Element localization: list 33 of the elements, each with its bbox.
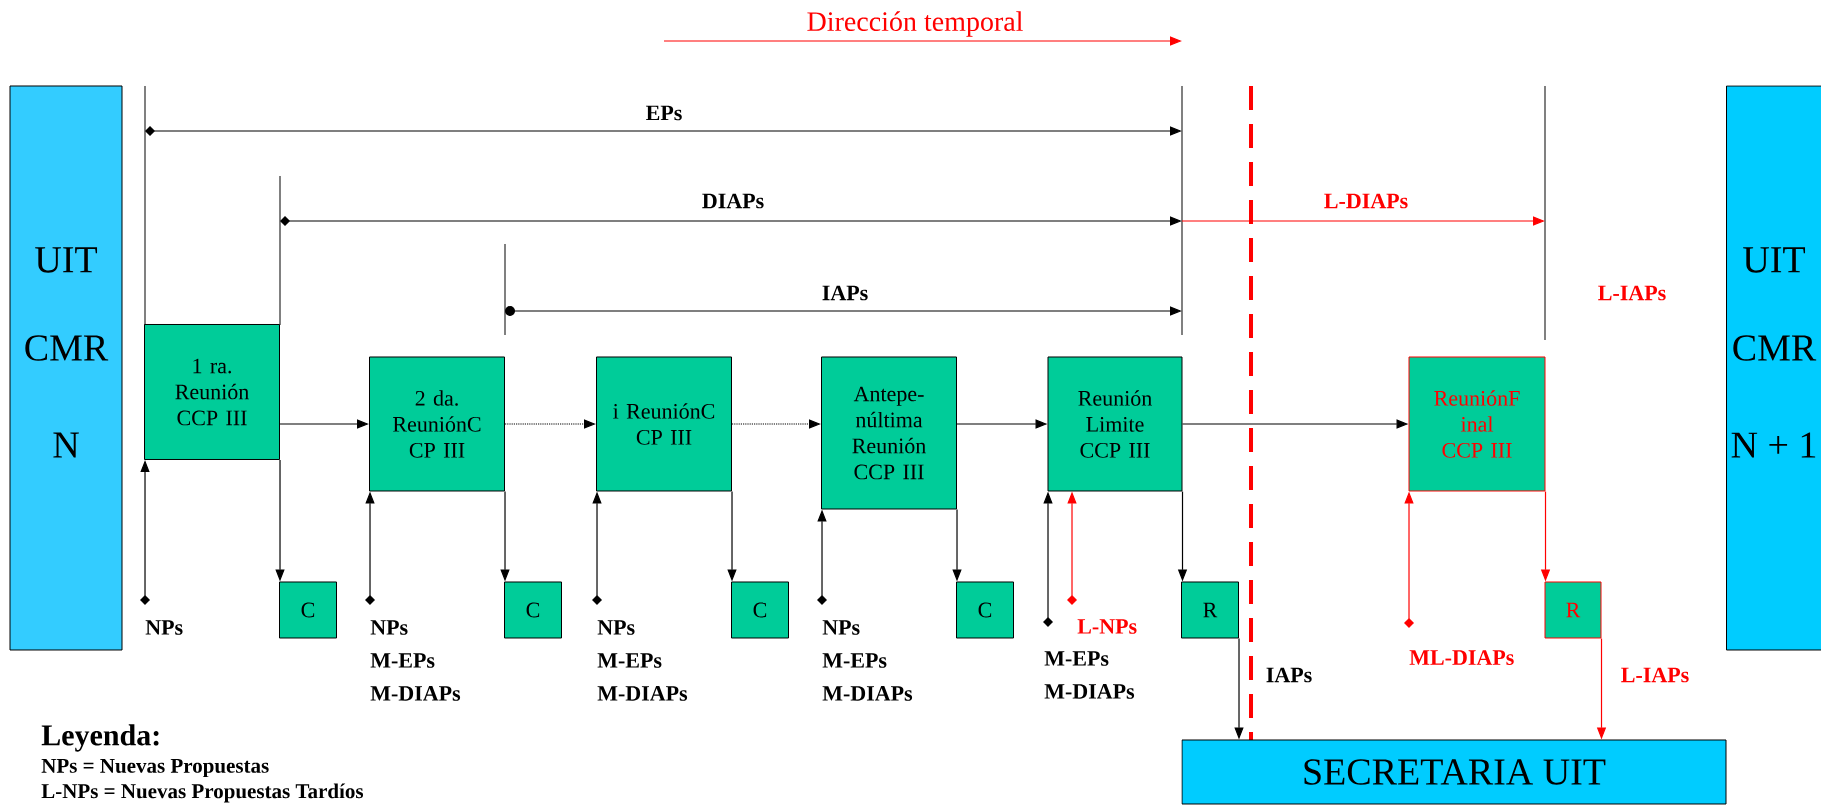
meeting-box: Antepe- núltima Reunión CCP III xyxy=(821,356,957,510)
conference-box: UIT CMR N + 1 xyxy=(1726,85,1821,651)
legend-entry: NPs = Nuevas Propuestas xyxy=(41,758,269,778)
input-label: M-EPs M-DIAPs xyxy=(1044,651,1135,699)
meeting-box: ReuniónF inal CCP III xyxy=(1408,356,1546,492)
report-box: C xyxy=(279,581,337,639)
period-label: L-DIAPs xyxy=(1324,193,1408,209)
input-label: L-NPs xyxy=(1077,619,1137,634)
period-label: EPs xyxy=(646,105,682,121)
input-label: NPs M-EPs M-DIAPs xyxy=(822,620,913,701)
input-label: NPs M-EPs M-DIAPs xyxy=(370,620,461,701)
period-label: DIAPs xyxy=(702,193,764,209)
period-label: IAPs xyxy=(822,285,868,301)
input-label: NPs xyxy=(145,620,183,635)
meeting-box: 1 ra. Reunión CCP III xyxy=(144,324,280,460)
input-label: ML-DIAPs xyxy=(1409,650,1514,665)
secretariat-box: SECRETARIA UIT xyxy=(1181,739,1727,805)
input-label: NPs M-EPs M-DIAPs xyxy=(597,620,688,701)
conference-box: UIT CMR N xyxy=(9,85,123,651)
report-box: R xyxy=(1544,581,1602,639)
edge-label: IAPs xyxy=(1266,667,1312,683)
period-label: L-IAPs xyxy=(1598,285,1666,301)
legend-title: Leyenda: xyxy=(41,724,159,752)
legend-entry: L-NPs = Nuevas Propuestas Tardíos xyxy=(41,783,364,803)
report-box: C xyxy=(731,581,789,639)
meeting-box: 2 da. ReuniónC CP III xyxy=(369,356,505,492)
edge-label: L-IAPs xyxy=(1621,667,1689,683)
meeting-box: i ReuniónC CP III xyxy=(596,356,732,492)
meeting-box: Reunión Limite CCP III xyxy=(1047,356,1183,492)
report-box: C xyxy=(956,581,1014,639)
report-box: C xyxy=(504,581,562,639)
direction-label: Dirección temporal xyxy=(807,11,1023,37)
report-box: R xyxy=(1181,581,1239,639)
